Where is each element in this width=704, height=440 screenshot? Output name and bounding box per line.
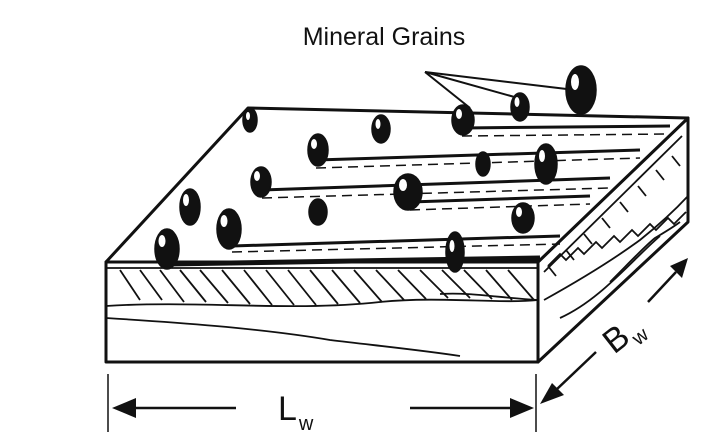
width-label: Bw — [596, 307, 654, 365]
front-face-layers — [105, 267, 539, 357]
grain — [475, 151, 491, 177]
width-dimension — [540, 258, 688, 404]
grain — [565, 65, 597, 115]
grain — [393, 173, 423, 211]
grain — [511, 202, 535, 234]
grain — [510, 92, 530, 122]
grain — [451, 104, 475, 136]
title-leader-lines — [424, 71, 576, 109]
slab-front-face — [104, 260, 540, 364]
grain — [534, 143, 558, 185]
length-dimension — [107, 374, 537, 432]
grain — [307, 133, 329, 167]
grain — [216, 208, 242, 250]
grain — [179, 188, 201, 226]
side-face-layers — [543, 135, 689, 319]
mineral-grains — [154, 65, 597, 273]
diagram-title: Mineral Grains — [303, 23, 466, 51]
grain — [242, 107, 258, 133]
top-surface-grooves — [165, 124, 671, 267]
grain — [308, 198, 328, 226]
grain — [371, 114, 391, 144]
grain — [445, 231, 465, 273]
grain — [250, 166, 272, 198]
grain — [154, 228, 180, 270]
